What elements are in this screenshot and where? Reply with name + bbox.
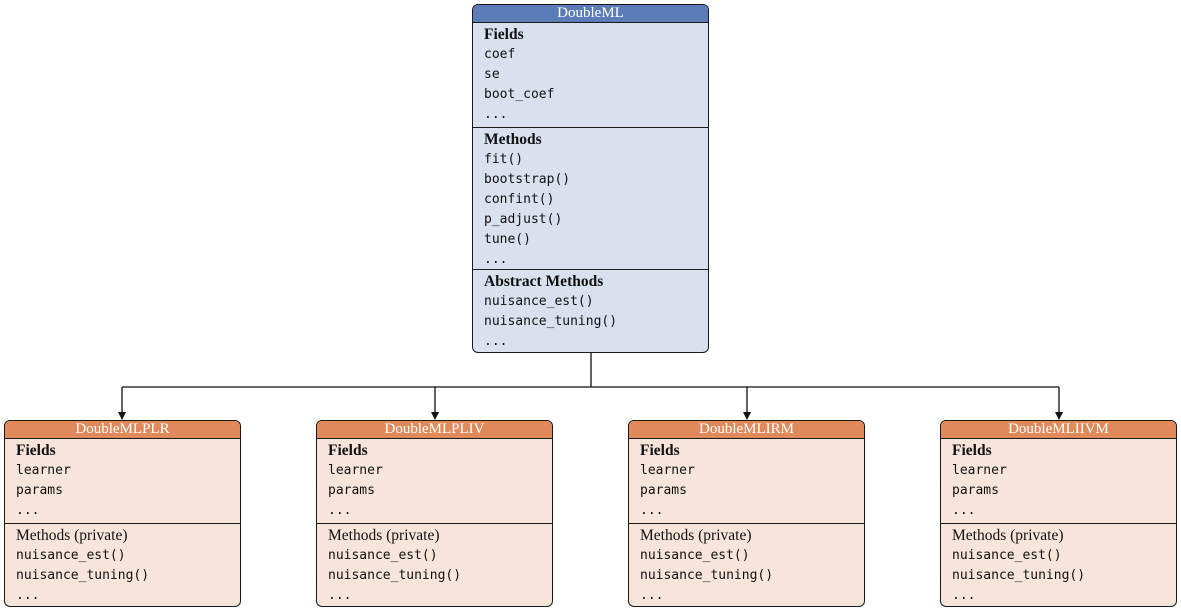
field-item: params	[328, 483, 375, 498]
section-title: Fields	[484, 26, 524, 43]
field-item: ...	[16, 503, 40, 518]
class-box-doubleml: DoubleML Fields coef se boot_coef ... Me…	[472, 4, 709, 353]
method-item: nuisance_est()	[328, 548, 438, 563]
section-title: Methods (private)	[640, 527, 752, 544]
field-item: params	[640, 483, 687, 498]
class-box-doublemlpliv: DoubleMLPLIV Fields learner params ... M…	[316, 420, 553, 607]
field-item: learner	[16, 463, 71, 478]
section-title: Methods	[484, 131, 542, 148]
section-title: Fields	[328, 442, 368, 459]
method-item: ...	[640, 588, 664, 603]
section-title: Methods (private)	[16, 527, 128, 544]
method-item: ...	[952, 588, 976, 603]
field-item: coef	[484, 47, 516, 62]
method-item: nuisance_tuning()	[328, 568, 462, 583]
method-item: tune()	[484, 232, 531, 247]
method-item: nuisance_tuning()	[484, 314, 618, 329]
section-title: Methods (private)	[952, 527, 1064, 544]
section-title: Methods (private)	[328, 527, 440, 544]
section-title: Fields	[952, 442, 992, 459]
method-item: nuisance_tuning()	[640, 568, 774, 583]
class-name: DoubleML	[473, 5, 708, 23]
class-name: DoubleMLPLIV	[317, 421, 552, 439]
field-item: learner	[952, 463, 1007, 478]
class-box-doublemlirm: DoubleMLIRM Fields learner params ... Me…	[628, 420, 865, 607]
fields-section: Fields learner params ...	[5, 439, 240, 523]
class-box-doublemliivm: DoubleMLIIVM Fields learner params ... M…	[940, 420, 1177, 607]
methods-section: Methods fit() bootstrap() confint() p_ad…	[473, 127, 708, 269]
field-item: ...	[328, 503, 352, 518]
class-name: DoubleMLPLR	[5, 421, 240, 439]
field-item: params	[16, 483, 63, 498]
method-item: ...	[328, 588, 352, 603]
abstract-methods-section: Abstract Methods nuisance_est() nuisance…	[473, 269, 708, 352]
method-item: confint()	[484, 192, 555, 207]
field-item: se	[484, 67, 500, 82]
field-item: ...	[640, 503, 664, 518]
field-item: boot_coef	[484, 87, 555, 102]
method-item: nuisance_tuning()	[16, 568, 150, 583]
field-item: learner	[640, 463, 695, 478]
method-item: bootstrap()	[484, 172, 571, 187]
field-item: ...	[484, 107, 508, 122]
method-item: nuisance_tuning()	[952, 568, 1086, 583]
method-item: p_adjust()	[484, 212, 563, 227]
field-item: ...	[952, 503, 976, 518]
methods-section: Methods (private) nuisance_est() nuisanc…	[317, 523, 552, 606]
field-item: learner	[328, 463, 383, 478]
method-item: ...	[484, 252, 508, 267]
methods-section: Methods (private) nuisance_est() nuisanc…	[941, 523, 1176, 606]
method-item: nuisance_est()	[952, 548, 1062, 563]
methods-section: Methods (private) nuisance_est() nuisanc…	[629, 523, 864, 606]
class-box-doublemlplr: DoubleMLPLR Fields learner params ... Me…	[4, 420, 241, 607]
fields-section: Fields learner params ...	[317, 439, 552, 523]
section-title: Abstract Methods	[484, 273, 604, 290]
class-name: DoubleMLIRM	[629, 421, 864, 439]
method-item: nuisance_est()	[16, 548, 126, 563]
fields-section: Fields coef se boot_coef ...	[473, 23, 708, 127]
method-item: ...	[16, 588, 40, 603]
class-name: DoubleMLIIVM	[941, 421, 1176, 439]
field-item: params	[952, 483, 999, 498]
section-title: Fields	[16, 442, 56, 459]
section-title: Fields	[640, 442, 680, 459]
method-item: fit()	[484, 152, 524, 167]
method-item: nuisance_est()	[640, 548, 750, 563]
method-item: nuisance_est()	[484, 294, 594, 309]
methods-section: Methods (private) nuisance_est() nuisanc…	[5, 523, 240, 606]
fields-section: Fields learner params ...	[629, 439, 864, 523]
fields-section: Fields learner params ...	[941, 439, 1176, 523]
method-item: ...	[484, 334, 508, 349]
